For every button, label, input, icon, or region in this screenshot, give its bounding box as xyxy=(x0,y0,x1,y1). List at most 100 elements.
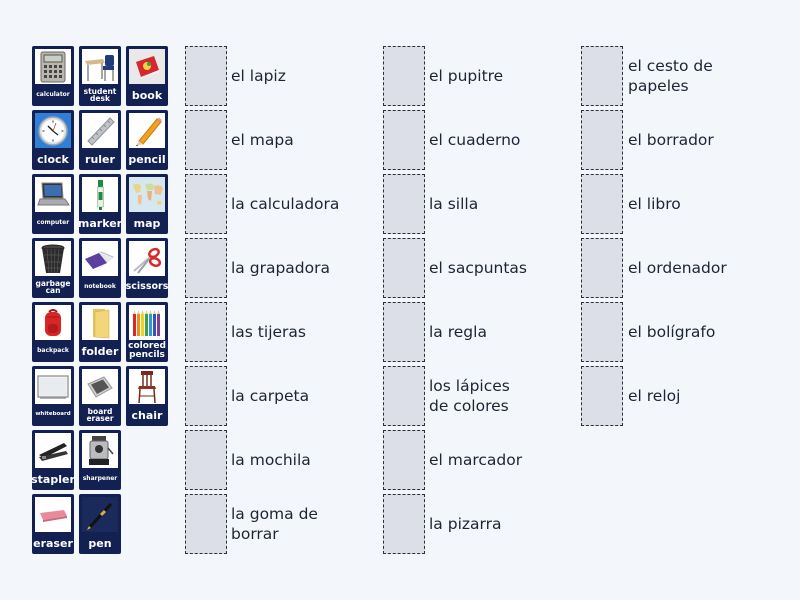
tile-label: stapler xyxy=(31,472,75,486)
tile-calculator[interactable]: calculator xyxy=(32,46,74,106)
target-word: el mapa xyxy=(231,131,294,149)
drop-slot[interactable] xyxy=(581,302,623,362)
tile-sharpener[interactable]: sharpener xyxy=(79,430,121,490)
target-word: el pupitre xyxy=(429,67,504,85)
target-word: la goma de borrar xyxy=(231,505,318,543)
target-word: la pizarra xyxy=(429,515,502,533)
garbage-can-icon xyxy=(35,241,71,276)
tile-label: eraser xyxy=(33,536,73,550)
tile-label: sharpener xyxy=(82,475,118,482)
target-word: el reloj xyxy=(628,387,681,405)
tile-folder[interactable]: folder xyxy=(79,302,121,362)
tile-label: pen xyxy=(88,536,112,550)
drop-slot[interactable] xyxy=(383,366,425,426)
target-word: las tijeras xyxy=(231,323,306,341)
whiteboard-icon xyxy=(35,369,71,404)
board-eraser-icon xyxy=(82,369,118,404)
drop-slot[interactable] xyxy=(185,302,227,362)
target-word: la regla xyxy=(429,323,487,341)
drop-slot[interactable] xyxy=(185,494,227,554)
marker-icon xyxy=(82,177,118,212)
tile-book[interactable]: book xyxy=(126,46,168,106)
tile-clock[interactable]: clock xyxy=(32,110,74,170)
drop-slot[interactable] xyxy=(185,174,227,234)
target-word: el borrador xyxy=(628,131,714,149)
target-word: la calculadora xyxy=(231,195,340,213)
tile-computer[interactable]: computer xyxy=(32,174,74,234)
drop-slot[interactable] xyxy=(383,238,425,298)
scissors-icon xyxy=(129,241,165,276)
drop-slot[interactable] xyxy=(383,494,425,554)
pen-icon xyxy=(82,497,118,532)
target-word: la mochila xyxy=(231,451,311,469)
tile-label: pencil xyxy=(128,152,166,166)
drop-slot[interactable] xyxy=(185,238,227,298)
tile-garbage-can[interactable]: garbage can xyxy=(32,238,74,298)
ruler-icon xyxy=(82,113,118,148)
tile-label: ruler xyxy=(85,152,115,166)
tile-eraser[interactable]: eraser xyxy=(32,494,74,554)
tile-label: folder xyxy=(81,344,119,358)
tile-label: book xyxy=(131,88,163,102)
clock-icon xyxy=(35,113,71,148)
drop-slot[interactable] xyxy=(185,46,227,106)
target-word: el cesto de papeles xyxy=(628,57,713,95)
tile-label: garbage can xyxy=(35,278,71,295)
drop-slot[interactable] xyxy=(581,174,623,234)
tile-backpack[interactable]: backpack xyxy=(32,302,74,362)
tile-label: notebook xyxy=(84,283,116,290)
drop-slot[interactable] xyxy=(383,430,425,490)
tile-stapler[interactable]: stapler xyxy=(31,430,75,490)
target-word: la silla xyxy=(429,195,479,213)
map-icon xyxy=(129,177,165,212)
target-word: la carpeta xyxy=(231,387,310,405)
tile-label: student desk xyxy=(83,86,117,103)
drop-slot[interactable] xyxy=(383,302,425,362)
tile-label: scissors xyxy=(125,281,169,293)
calculator-icon xyxy=(35,49,71,84)
backpack-icon xyxy=(35,305,71,340)
tile-colored-pencils[interactable]: colored pencils xyxy=(126,302,168,362)
tile-pen[interactable]: pen xyxy=(79,494,121,554)
folder-icon xyxy=(82,305,118,340)
drop-slot[interactable] xyxy=(185,110,227,170)
tile-label: whiteboard xyxy=(35,411,71,418)
tile-pencil[interactable]: pencil xyxy=(126,110,168,170)
computer-icon xyxy=(35,177,71,212)
tile-label: marker xyxy=(77,216,123,230)
notebook-icon xyxy=(82,241,118,276)
tile-scissors[interactable]: scissors xyxy=(126,238,168,298)
sharpener-icon xyxy=(82,433,118,468)
target-word: el marcador xyxy=(429,451,523,469)
tile-whiteboard[interactable]: whiteboard xyxy=(32,366,74,426)
drop-slot[interactable] xyxy=(185,430,227,490)
target-word: el bolígrafo xyxy=(628,323,716,341)
target-word: el cuaderno xyxy=(429,131,521,149)
target-word: los lápices de colores xyxy=(429,377,510,415)
tile-label: calculator xyxy=(36,91,70,98)
drop-slot[interactable] xyxy=(383,46,425,106)
target-word: el lapiz xyxy=(231,67,286,85)
drop-slot[interactable] xyxy=(185,366,227,426)
drop-slot[interactable] xyxy=(383,174,425,234)
eraser-icon xyxy=(35,497,71,532)
tile-chair[interactable]: chair xyxy=(126,366,168,426)
drop-slot[interactable] xyxy=(581,238,623,298)
tile-notebook[interactable]: notebook xyxy=(79,238,121,298)
tile-ruler[interactable]: ruler xyxy=(79,110,121,170)
drop-slot[interactable] xyxy=(581,110,623,170)
tile-student-desk[interactable]: student desk xyxy=(79,46,121,106)
tile-board-eraser[interactable]: board eraser xyxy=(79,366,121,426)
colored-pencils-icon xyxy=(129,305,165,340)
tile-label: chair xyxy=(131,408,163,422)
chair-icon xyxy=(129,369,165,404)
drop-slot[interactable] xyxy=(581,46,623,106)
tile-map[interactable]: map xyxy=(126,174,168,234)
pencil-icon xyxy=(129,113,165,148)
tile-marker[interactable]: marker xyxy=(77,174,123,234)
book-icon xyxy=(129,49,165,84)
drop-slot[interactable] xyxy=(383,110,425,170)
target-word: el sacpuntas xyxy=(429,259,528,277)
tile-label: map xyxy=(133,216,161,230)
drop-slot[interactable] xyxy=(581,366,623,426)
